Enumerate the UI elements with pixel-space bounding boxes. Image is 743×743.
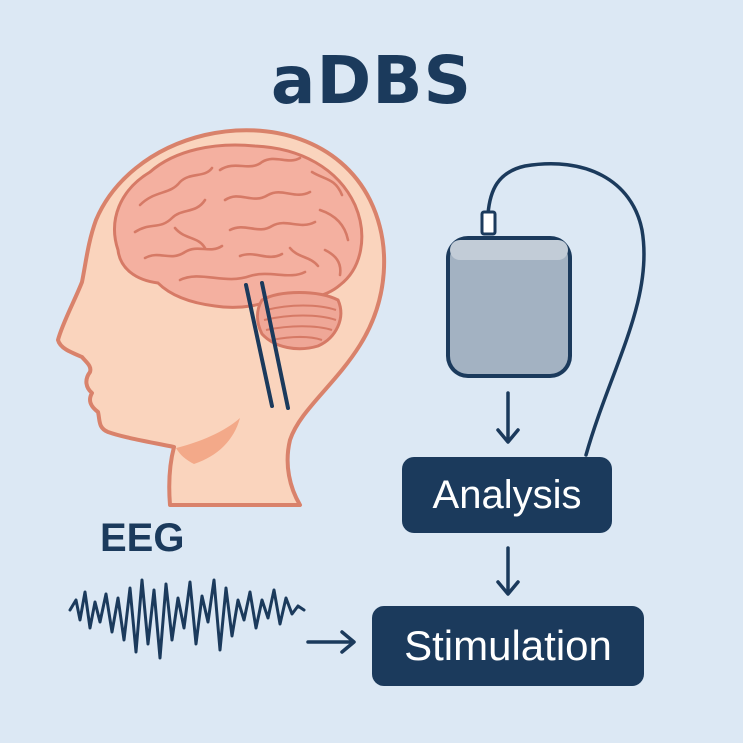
brain-folds [133, 156, 350, 282]
arrow-device-to-analysis [496, 391, 520, 444]
device-cable [486, 162, 646, 457]
arrow-analysis-to-stimulation [496, 546, 520, 596]
analysis-node: Analysis [402, 457, 612, 533]
neck-shadow [176, 418, 240, 464]
implant-device-highlight [450, 240, 568, 260]
electrode-leads [244, 281, 290, 410]
implant-device [450, 240, 568, 374]
stimulation-node: Stimulation [372, 606, 644, 686]
arrow-eeg-to-stimulation [306, 630, 356, 654]
eeg-label: EEG [100, 516, 185, 560]
device-connector [480, 210, 497, 236]
diagram-title: aDBS [270, 42, 473, 119]
eeg-waveform [68, 578, 306, 660]
